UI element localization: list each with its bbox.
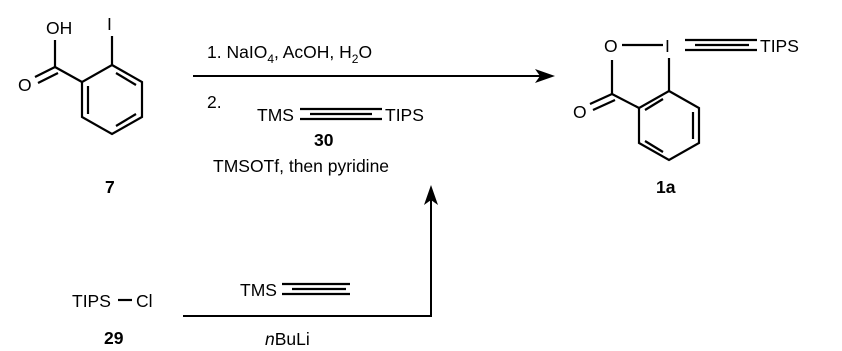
tms-acetylene-triple-bond [282, 282, 350, 296]
lower-reaction-arrow [183, 185, 438, 317]
step2-alkyne-triple-bond [300, 107, 382, 121]
atom-oxygen-ring: O [604, 36, 618, 56]
atom-oh: OH [46, 18, 72, 38]
step2-number: 2. [207, 92, 222, 112]
atom-oxygen-carbonyl: O [573, 102, 587, 122]
atom-iodine: I [107, 14, 112, 34]
arrowhead [535, 69, 555, 83]
c-o-double-bond-2 [37, 72, 59, 84]
product-benzene-ring [637, 89, 701, 162]
compound-7-structure: OH I O 7 [18, 14, 144, 197]
step2-tips: TIPS [385, 105, 424, 125]
compound-number-29: 29 [104, 328, 124, 348]
aromatic-double-bond [115, 72, 137, 86]
base-nbuli: nBuLi [265, 329, 310, 349]
reagent-tms-acetylene: TMS [240, 280, 277, 300]
arrowhead-up [424, 185, 438, 205]
c-o-double-bond [34, 66, 56, 78]
step2-conditions: TMSOTf, then pyridine [213, 156, 389, 176]
step1-conditions: 1. NaIO4, AcOH, H2O [207, 42, 372, 66]
aromatic-double-bond [644, 98, 664, 111]
aromatic-double-bond [115, 113, 137, 127]
product-tips: TIPS [760, 36, 799, 56]
compound-number-30: 30 [314, 130, 334, 150]
product-alkyne-triple-bond [685, 38, 757, 52]
reagent-cl: Cl [136, 291, 153, 311]
atom-oxygen: O [18, 75, 32, 95]
product-1a-structure: O I O TIPS 1a [573, 36, 799, 197]
aromatic-double-bond [644, 140, 664, 153]
compound-number-7: 7 [105, 177, 115, 197]
step2-tms: TMS [257, 105, 294, 125]
atom-iodine: I [665, 36, 670, 56]
ring-carboxyl-bond [54, 66, 83, 83]
ring-carbonyl-bond [611, 93, 640, 109]
main-reaction-arrow [193, 69, 555, 83]
c-o-double-bond [589, 92, 613, 106]
c-o-double-bond-2 [592, 98, 616, 112]
reagent-tips: TIPS [72, 291, 111, 311]
compound-number-1a: 1a [656, 177, 676, 197]
benzene-ring [80, 63, 144, 136]
